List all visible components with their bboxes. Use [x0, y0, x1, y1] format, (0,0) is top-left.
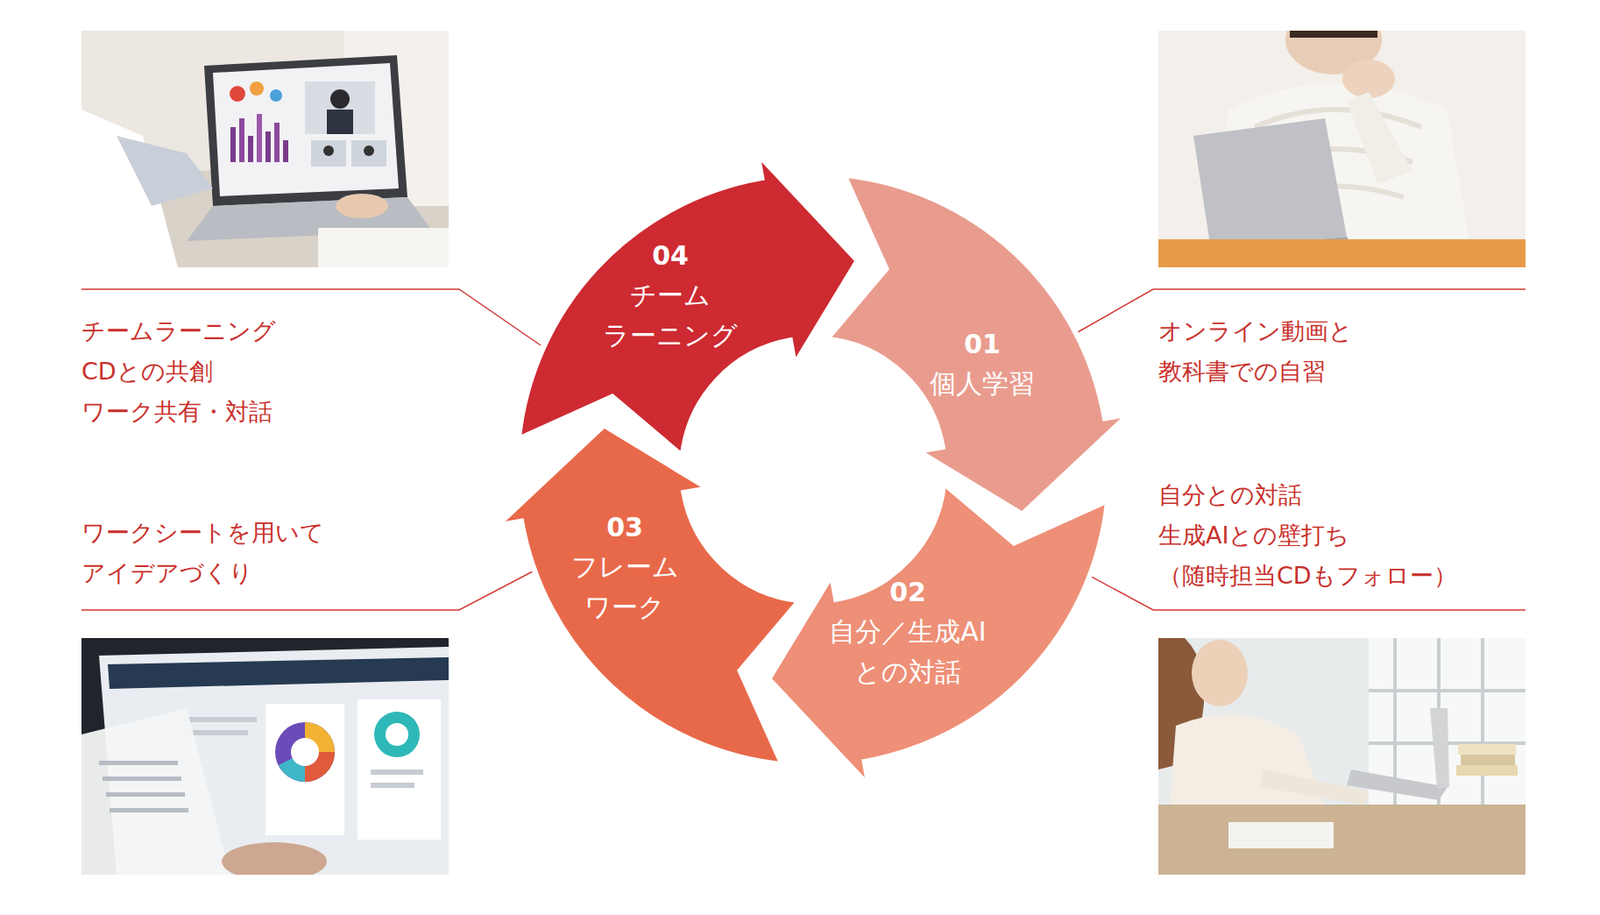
arrow-segment	[827, 175, 1130, 515]
step-title: フレーム ワーク	[559, 546, 691, 628]
description-text: ワークシートを用いて アイデアづくり	[81, 512, 345, 594]
arrow-segment	[497, 424, 800, 765]
step-title: 自分／生成AI との対話	[815, 611, 1000, 693]
photo-self-study	[1158, 30, 1526, 268]
cycle-arrow: 04チーム ラーニング	[512, 148, 864, 462]
step-number: 01	[916, 325, 1048, 364]
cycle-arrow: 01個人学習	[821, 169, 1135, 520]
photo-dashboard	[81, 637, 449, 875]
photo-online-meeting	[81, 30, 449, 268]
arrow-text-group: 03フレーム ワーク	[559, 508, 691, 628]
description-text: 自分との対話 生成AIとの壁打ち （随時担当CDもフォロー）	[1158, 474, 1457, 596]
arrow-text-group: 02自分／生成AI との対話	[815, 573, 1000, 693]
cycle-arrow: 03フレーム ワーク	[491, 419, 806, 771]
photo-ai-dialogue	[1158, 637, 1526, 875]
cycle-arrow: 02自分／生成AI との対話	[763, 477, 1114, 792]
step-number: 04	[591, 236, 750, 276]
description-text: オンライン動画と 教科書での自習	[1158, 311, 1369, 392]
arrow-text-group: 01個人学習	[916, 325, 1048, 404]
description-text: チームラーニング CDとの共創 ワーク共有・対話	[81, 311, 301, 432]
arrow-segment	[518, 154, 858, 457]
step-number: 02	[815, 573, 1000, 612]
step-title: 個人学習	[916, 363, 1048, 404]
step-title: チーム ラーニング	[591, 275, 750, 356]
arrow-segment	[768, 483, 1108, 786]
step-number: 03	[559, 508, 691, 547]
arrow-text-group: 04チーム ラーニング	[591, 236, 750, 356]
